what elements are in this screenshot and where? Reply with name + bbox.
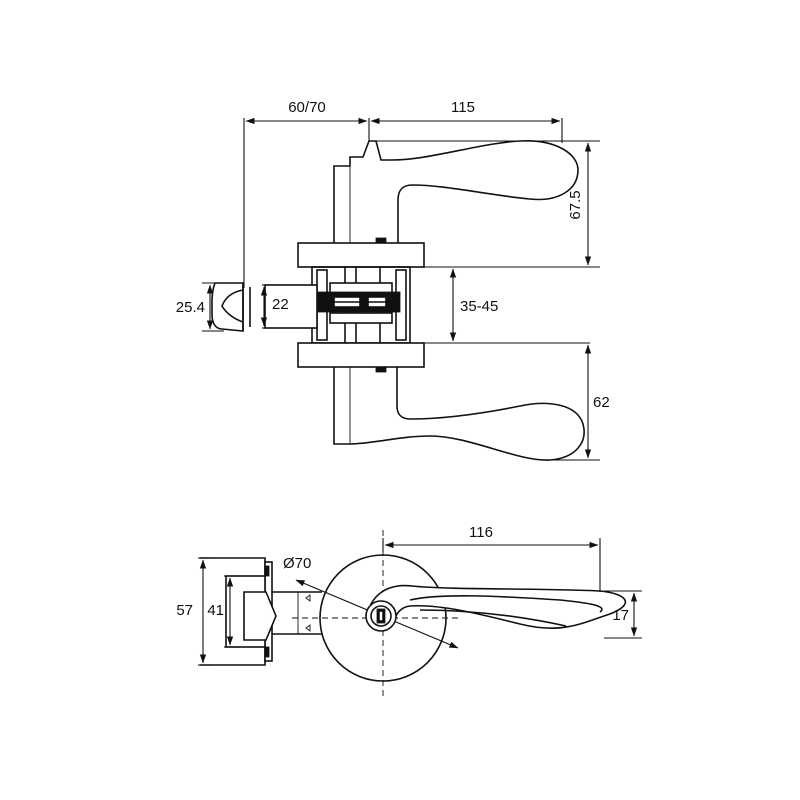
backset-label: 60/70 (288, 99, 326, 116)
lever-length-label: 115 (451, 99, 475, 116)
dim-lower-height: 62 (550, 344, 610, 461)
faceplate-inner-label: 41 (207, 602, 224, 619)
rose-diameter-label: Ø70 (283, 555, 311, 572)
dim-lever-length: 115 (370, 99, 563, 143)
dim-door-thickness: 35-45 (424, 268, 590, 344)
lock-mechanism (311, 266, 411, 344)
lower-rose (297, 342, 425, 368)
dim-upper-height: 67.5 (376, 140, 600, 268)
side-view: Ø70 116 57 (176, 524, 642, 700)
key-cylinder (365, 600, 397, 632)
lower-lever (333, 367, 585, 461)
upper-height-label: 67.5 (567, 190, 584, 219)
dim-side-lever-length: 116 (382, 524, 601, 592)
lower-rose-screw (375, 366, 387, 373)
dim-latch-face: 25.4 (176, 282, 240, 332)
spindle (272, 591, 322, 635)
upper-rose (297, 242, 425, 268)
dim-lever-depth: 17 (604, 590, 642, 639)
dim-faceplate-height: 57 (176, 557, 212, 666)
upper-rose-screw (375, 237, 387, 244)
faceplate-height-label: 57 (176, 602, 193, 619)
latch-bolt-label: 22 (272, 296, 289, 313)
dim-faceplate-inner: 41 (207, 575, 240, 648)
upper-lever (333, 140, 579, 245)
dim-latch-bolt: 22 (260, 284, 289, 329)
side-lever (369, 584, 627, 629)
top-view: 60/70 115 67.5 25.4 22 (176, 99, 610, 461)
dim-backset: 60/70 (243, 99, 370, 288)
side-lever-length-label: 116 (469, 524, 493, 541)
lower-height-label: 62 (593, 394, 610, 411)
door-thickness-label: 35-45 (460, 298, 498, 315)
latch-face-label: 25.4 (176, 299, 205, 316)
lever-depth-label: 17 (612, 607, 629, 624)
latch-bolt (211, 282, 318, 332)
